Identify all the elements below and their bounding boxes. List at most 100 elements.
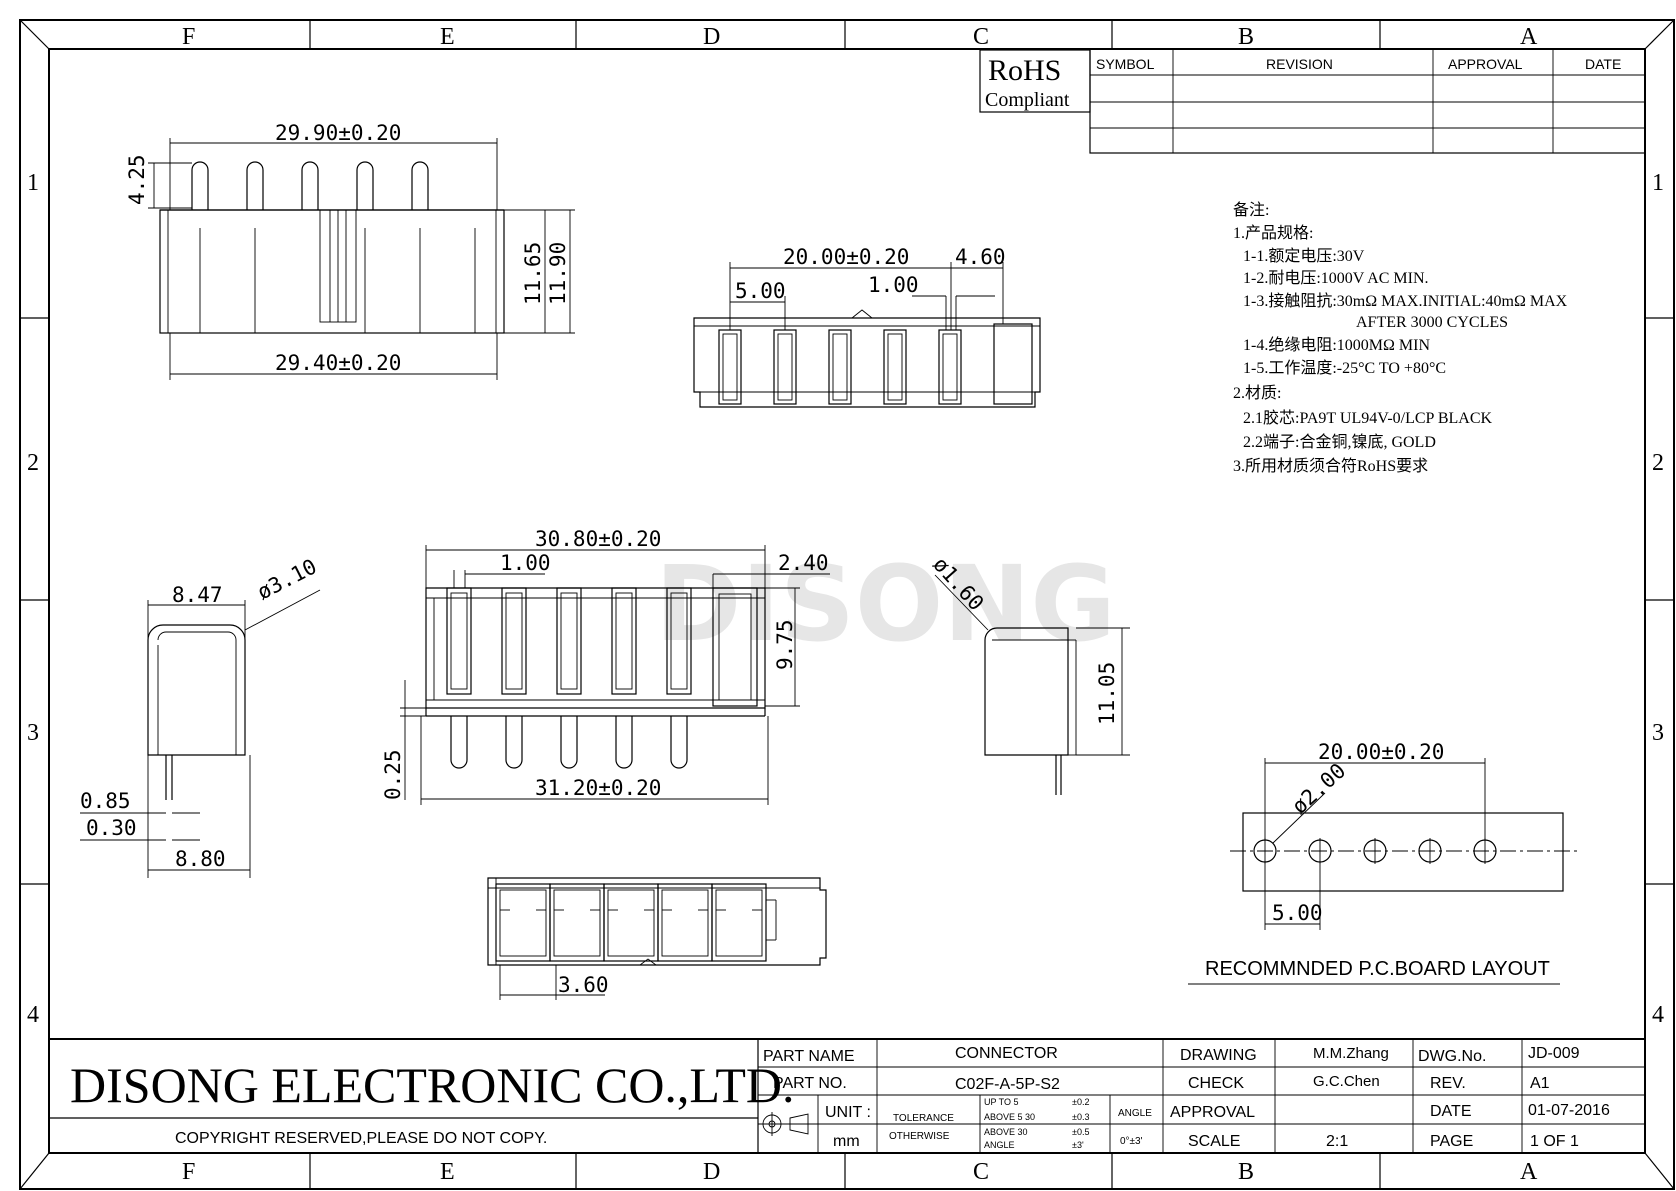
tol-range-1: UP TO 5 [984,1097,1019,1107]
zone-col-bottom-6: A [1520,1159,1538,1185]
part-name-label: PART NAME [763,1048,855,1065]
rev-label: REV. [1430,1075,1466,1092]
zone-col-top-1: F [182,24,195,50]
title-block: DISONG ELECTRONIC CO.,LTD. COPYRIGHT RES… [49,1038,1645,1153]
note-line-12: 3.所用材质须合符RoHS要求 [1233,457,1428,475]
zone-col-bottom-1: F [182,1159,195,1185]
rev-value: A1 [1530,1075,1550,1092]
dim-top-width: 29.90±0.20 [275,121,401,145]
note-line-3: 1-1.额定电压:30V [1243,247,1365,265]
angle-value: 0°±3' [1120,1136,1143,1147]
unit-label: UNIT : [825,1104,871,1121]
tol-range-3: ABOVE 30 [984,1127,1028,1137]
dim-base-width: 29.40±0.20 [275,351,401,375]
zone-col-top-5: B [1238,24,1254,50]
copyright-notice: COPYRIGHT RESERVED,PLEASE DO NOT COPY. [175,1130,547,1147]
dim-body-height-b: 11.90 [546,242,570,305]
dim-front-side: 4.60 [955,245,1006,269]
drawing-label: DRAWING [1180,1047,1257,1064]
scale-value: 2:1 [1326,1133,1348,1150]
angle-label: ANGLE [1118,1108,1152,1119]
dim-pcb-pitch-total: 20.00±0.20 [1318,740,1444,764]
note-line-2: 1.产品规格: [1233,224,1313,242]
dim-front-pitch: 5.00 [735,279,786,303]
dim-right-height: 11.05 [1095,662,1119,725]
note-line-10: 2.1胶芯:PA9T UL94V-0/LCP BLACK [1243,409,1493,427]
view-front: 20.00±0.20 5.00 1.00 4.60 [693,245,1041,408]
view-bottom: 30.80±0.20 1.00 2.40 9.75 0.25 31.20±0.2… [381,527,830,805]
otherwise-label: OTHERWISE [889,1131,950,1142]
rohs-badge: RoHS Compliant [979,49,1091,113]
zone-col-top-4: C [973,24,989,50]
dim-side-base: 8.80 [175,847,226,871]
dim-bottom-height: 9.75 [773,619,797,670]
notes: 备注: 1.产品规格: 1-1.额定电压:30V 1-2.耐电压:1000V A… [1233,201,1568,475]
scale-label: SCALE [1188,1133,1240,1150]
note-line-11: 2.2端子:合金铜,镍底, GOLD [1243,433,1436,451]
zone-row-left-4: 4 [27,1002,39,1028]
tolerance-label: TOLERANCE [893,1113,954,1124]
tol-range-4: ANGLE [984,1140,1015,1150]
date-label: DATE [1430,1103,1471,1120]
dim-side-pin-b: 0.30 [86,816,137,840]
zone-row-left-1: 1 [27,170,39,196]
dwg-no-value: JD-009 [1528,1045,1580,1062]
pcb-layout: 20.00±0.20 ø2.00 5.00 RECOMMNDED P.C.BOA… [1188,740,1580,985]
rohs-subtitle: Compliant [985,89,1070,111]
dim-side-radius: ø3.10 [253,554,320,604]
page-label: PAGE [1430,1133,1473,1150]
rev-header-symbol: SYMBOL [1096,56,1155,72]
zone-row-right-1: 1 [1652,170,1664,196]
tol-value-1: ±0.2 [1072,1097,1089,1107]
dim-body-height-a: 11.65 [521,242,545,305]
dim-front-pitch-total: 20.00±0.20 [783,245,909,269]
note-line-9: 2.材质: [1233,384,1281,402]
dwg-no-label: DWG.No. [1418,1048,1486,1065]
revision-table: SYMBOL REVISION APPROVAL DATE [1089,48,1646,154]
note-line-1: 备注: [1233,201,1269,219]
unit-value: mm [833,1133,860,1150]
note-line-4: 1-2.耐电压:1000V AC MIN. [1243,269,1429,287]
dim-front-slot: 1.00 [868,273,919,297]
zone-col-bottom-4: C [973,1159,989,1185]
view-top: 29.90±0.20 29.40±0.20 4.25 11.65 11.90 [125,121,575,380]
dim-side-pin-a: 0.85 [80,789,131,813]
dim-bottom-offset: 0.25 [381,749,405,800]
zone-col-bottom-3: D [703,1159,720,1185]
watermark: DISONG [655,543,1116,665]
dim-side-width: 8.47 [172,583,223,607]
tol-value-4: ±3' [1072,1140,1084,1150]
check-value: G.C.Chen [1313,1073,1380,1090]
dim-pin-height: 4.25 [125,154,149,205]
rev-header-date: DATE [1585,56,1621,72]
zone-row-left-3: 3 [27,720,39,746]
zone-row-right-4: 4 [1652,1002,1664,1028]
note-line-6: AFTER 3000 CYCLES [1356,314,1508,331]
dim-bottom-width: 30.80±0.20 [535,527,661,551]
tol-range-2: ABOVE 5 30 [984,1112,1035,1122]
zone-col-bottom-2: E [440,1159,455,1185]
outer-border [19,19,1675,1190]
zone-col-bottom-5: B [1238,1159,1254,1185]
tol-value-2: ±0.3 [1072,1112,1089,1122]
zone-col-top-2: E [440,24,455,50]
page-value: 1 OF 1 [1530,1133,1579,1150]
drawing-frame: F E D C B A F E D C B A 1 2 3 4 1 2 3 4 [19,19,1675,1190]
zone-row-right-2: 2 [1652,450,1664,476]
part-name: CONNECTOR [955,1045,1058,1062]
rev-header-approval: APPROVAL [1448,56,1523,72]
note-line-7: 1-4.绝缘电阻:1000MΩ MIN [1243,336,1430,354]
zone-col-top-6: A [1520,24,1538,50]
drawing-value: M.M.Zhang [1313,1045,1389,1062]
pcb-layout-title: RECOMMNDED P.C.BOARD LAYOUT [1205,958,1550,980]
approval-label: APPROVAL [1170,1104,1255,1121]
inner-border [48,48,1646,1154]
rev-header-revision: REVISION [1266,56,1333,72]
check-label: CHECK [1188,1075,1244,1092]
view-side: 8.47 ø3.10 0.85 0.30 8.80 [80,554,321,878]
company-name: DISONG ELECTRONIC CO.,LTD. [70,1057,795,1113]
tol-value-3: ±0.5 [1072,1127,1089,1137]
part-no: C02F-A-5P-S2 [955,1076,1060,1093]
dim-bottom-base: 31.20±0.20 [535,776,661,800]
